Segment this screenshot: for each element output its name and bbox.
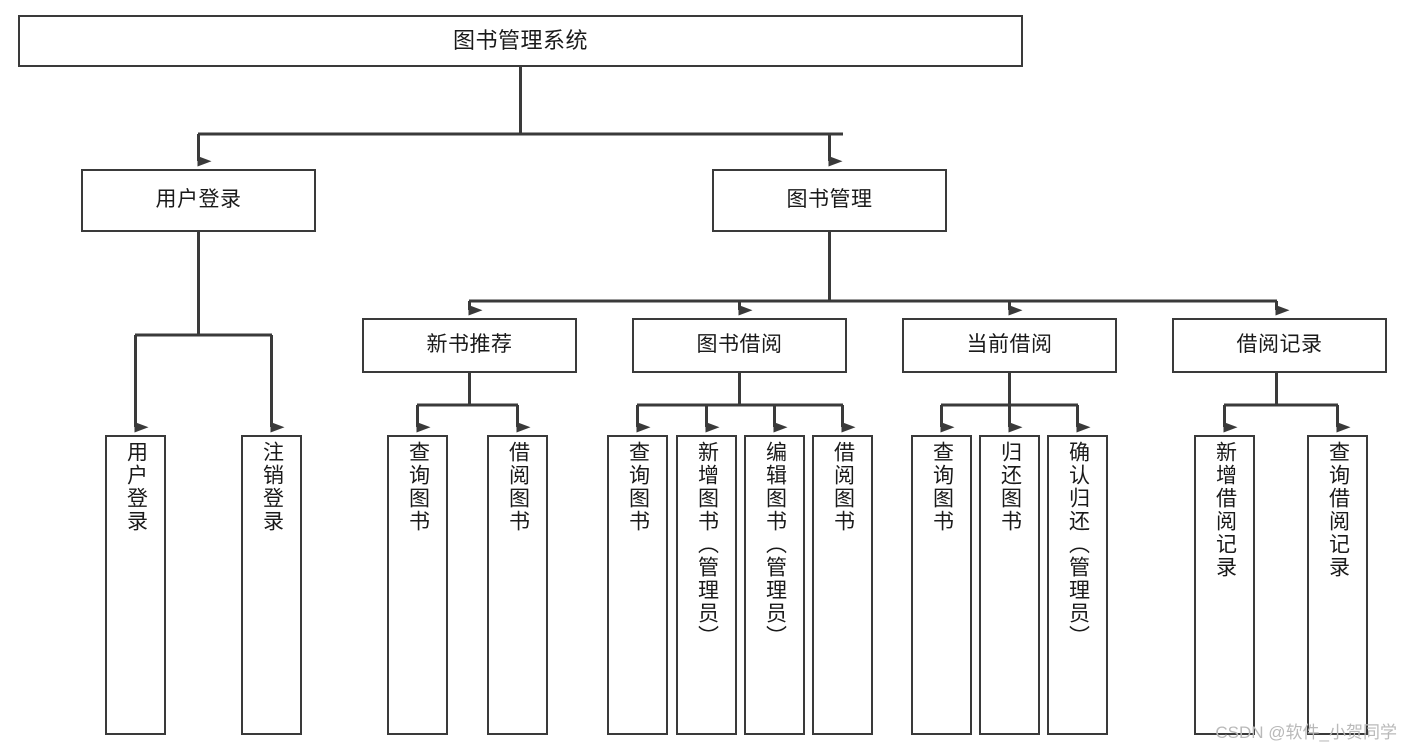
node-leaf-borrow-book-1[interactable]: 借阅图书 (487, 435, 548, 735)
node-label: 注销登录 (260, 441, 284, 533)
node-leaf-query-borrow-record[interactable]: 查询借阅记录 (1307, 435, 1368, 735)
node-label: 查询图书 (406, 441, 430, 533)
node-label: 图书借阅 (696, 333, 783, 357)
node-label: 借阅图书 (831, 441, 855, 533)
node-leaf-edit-book[interactable]: 编辑图书（管理员） (744, 435, 805, 735)
node-label: 新书推荐 (426, 333, 513, 357)
node-leaf-return-book[interactable]: 归还图书 (979, 435, 1040, 735)
node-label: 编辑图书（管理员） (763, 441, 787, 648)
node-book-management[interactable]: 图书管理 (712, 169, 947, 232)
node-user-login[interactable]: 用户登录 (81, 169, 316, 232)
node-leaf-add-book[interactable]: 新增图书（管理员） (676, 435, 737, 735)
node-book-borrow[interactable]: 图书借阅 (632, 318, 847, 373)
node-current-borrow[interactable]: 当前借阅 (902, 318, 1117, 373)
node-leaf-add-borrow-record[interactable]: 新增借阅记录 (1194, 435, 1255, 735)
node-label: 确认归还（管理员） (1066, 441, 1090, 648)
node-new-book-recommend[interactable]: 新书推荐 (362, 318, 577, 373)
node-leaf-user-login[interactable]: 用户登录 (105, 435, 166, 735)
node-leaf-confirm-return[interactable]: 确认归还（管理员） (1047, 435, 1108, 735)
node-leaf-query-book-1[interactable]: 查询图书 (387, 435, 448, 735)
node-root-system[interactable]: 图书管理系统 (18, 15, 1023, 67)
node-label: 图书管理系统 (452, 28, 588, 54)
node-leaf-user-logout[interactable]: 注销登录 (241, 435, 302, 735)
node-label: 归还图书 (998, 441, 1022, 533)
node-label: 用户登录 (155, 188, 242, 212)
node-borrow-record[interactable]: 借阅记录 (1172, 318, 1387, 373)
node-label: 借阅图书 (506, 441, 530, 533)
node-leaf-query-book-3[interactable]: 查询图书 (911, 435, 972, 735)
node-label: 查询借阅记录 (1326, 441, 1350, 579)
watermark: CSDN @软件_小贺同学 (1215, 723, 1397, 742)
node-label: 新增图书（管理员） (695, 441, 719, 648)
node-label: 借阅记录 (1236, 333, 1323, 357)
node-leaf-borrow-book-2[interactable]: 借阅图书 (812, 435, 873, 735)
node-label: 新增借阅记录 (1213, 441, 1237, 579)
node-label: 查询图书 (930, 441, 954, 533)
node-leaf-query-book-2[interactable]: 查询图书 (607, 435, 668, 735)
node-label: 查询图书 (626, 441, 650, 533)
node-label: 当前借阅 (966, 333, 1053, 357)
node-label: 用户登录 (124, 441, 148, 533)
node-label: 图书管理 (786, 188, 873, 212)
